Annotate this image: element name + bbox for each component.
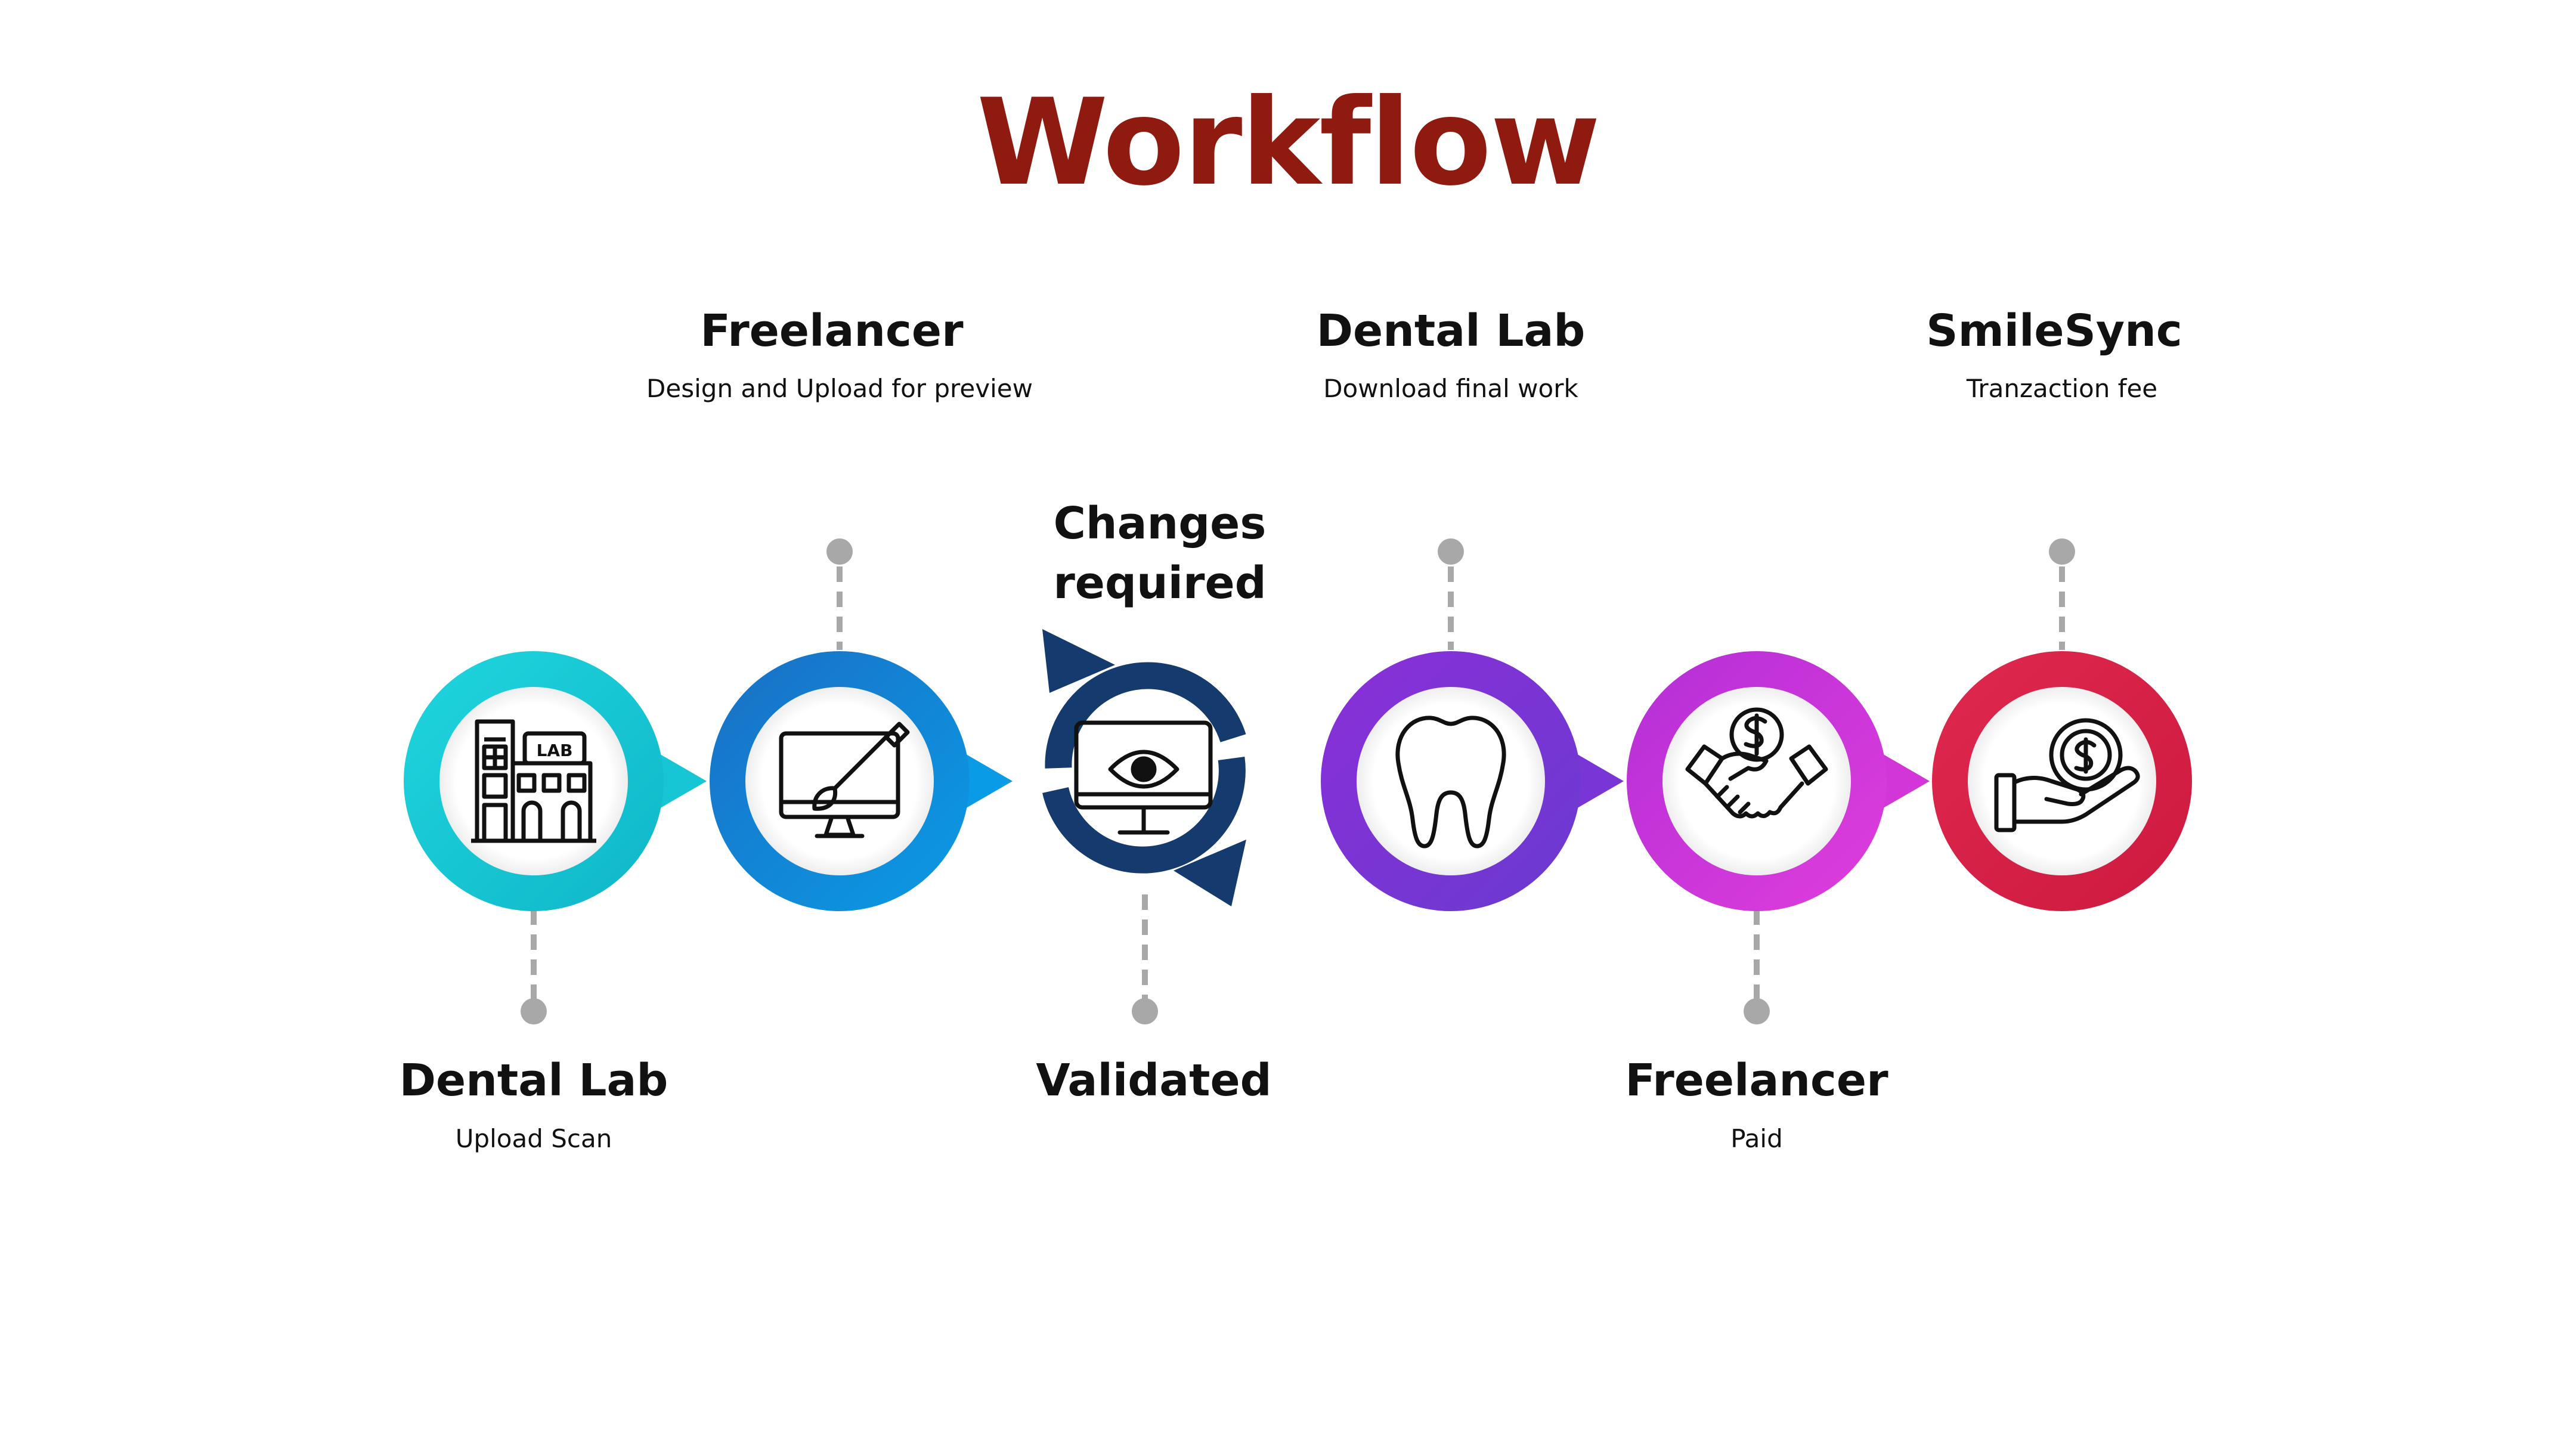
- stage-2-title: Freelancer: [700, 305, 964, 357]
- stage-3-cycle-arc-bottom: [1042, 757, 1246, 874]
- connector-dot-6: [2049, 538, 2075, 565]
- svg-text:LAB: LAB: [537, 741, 573, 760]
- tooth-icon: [1395, 716, 1506, 849]
- handshake-dollar-icon: [1685, 707, 1828, 819]
- stage-6-subtitle: Tranzaction fee: [1966, 374, 2158, 403]
- stage-6-title: SmileSync: [1926, 305, 2182, 357]
- stage-4-subtitle: Download final work: [1323, 374, 1578, 403]
- stage-1-title: Dental Lab: [399, 1055, 668, 1106]
- connector-dot-3: [1132, 998, 1158, 1024]
- stage-5-node: [1627, 651, 1930, 911]
- stage-1-node: LAB: [404, 651, 707, 911]
- stage-2-node: [710, 651, 1013, 911]
- lab-building-icon: [471, 719, 596, 843]
- stage-3-node: [1042, 629, 1246, 906]
- stage-5-subtitle: Paid: [1730, 1124, 1783, 1153]
- page-title: Workflow: [976, 73, 1600, 212]
- stage-5-pointer: [1873, 748, 1930, 814]
- connector-dot-4: [1438, 538, 1464, 565]
- stage-4-node: [1321, 651, 1624, 911]
- connector-dot-5: [1744, 998, 1770, 1024]
- hand-coin-icon: [1994, 718, 2140, 832]
- stage-2-subtitle: Design and Upload for preview: [646, 374, 1033, 403]
- stage-1-subtitle: Upload Scan: [455, 1124, 612, 1153]
- stage-3-arrowhead-bottom: [1174, 840, 1246, 906]
- stage-6-node: [1932, 651, 2192, 911]
- stage-4-pointer: [1567, 748, 1624, 814]
- connector-dot-1: [521, 998, 547, 1024]
- monitor-eye-icon: [1074, 720, 1213, 835]
- stage-3-title-top: Changes required: [1053, 498, 1267, 609]
- stage-3-arrowhead-top: [1042, 629, 1115, 693]
- connectors: [531, 566, 2065, 999]
- monitor-paintbrush-icon: [779, 722, 910, 838]
- stage-2-pointer: [956, 748, 1013, 814]
- connector-dots: [521, 538, 2075, 1024]
- stage-5-title: Freelancer: [1625, 1055, 1888, 1106]
- stage-3-title-bottom: Validated: [1036, 1055, 1272, 1106]
- stage-3-cycle-arc-top: [1045, 662, 1246, 769]
- stage-1-pointer: [650, 748, 707, 814]
- stage-4-title: Dental Lab: [1316, 305, 1586, 357]
- connector-dot-2: [826, 538, 853, 565]
